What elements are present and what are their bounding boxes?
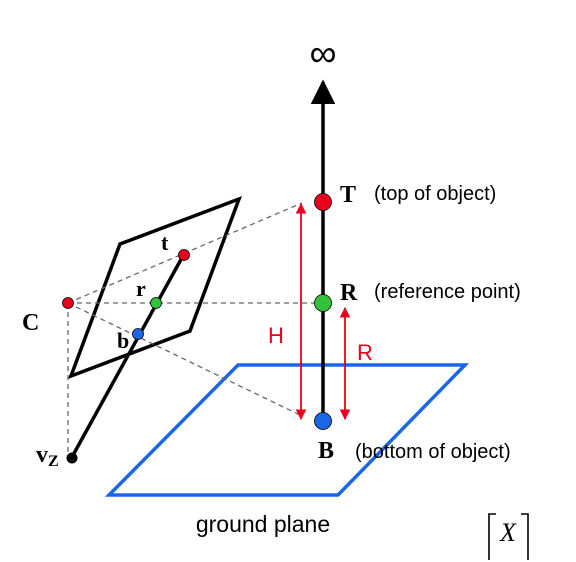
image-line-vz-to-t (70, 253, 186, 458)
label-t: t (161, 230, 169, 255)
label-R-distance: R (357, 340, 373, 365)
ground-plane (104, 363, 470, 497)
point-T (314, 193, 332, 211)
point-C (62, 297, 74, 309)
bracket-right (521, 513, 529, 560)
label-R-desc: (reference point) (374, 281, 521, 303)
ground-plane-label: ground plane (196, 511, 330, 537)
point-r (150, 297, 162, 309)
image-plane (68, 196, 242, 379)
bracket-left (488, 513, 496, 560)
label-vz-main: v (36, 442, 48, 468)
label-b: b (117, 328, 129, 353)
label-vz-sub: Z (48, 453, 59, 470)
label-R: R (340, 280, 358, 306)
label-T: T (340, 182, 356, 208)
point-vz (66, 452, 78, 464)
point-R (314, 294, 332, 312)
point-t (178, 249, 190, 261)
label-r: r (136, 276, 146, 301)
label-H: H (268, 323, 284, 348)
label-C: C (22, 310, 39, 336)
label-B: B (318, 438, 334, 464)
point-B (314, 412, 332, 430)
point-b (132, 328, 144, 340)
ray-c-to-b (67, 302, 303, 417)
label-T-desc: (top of object) (374, 183, 496, 205)
bracket-variable: X (499, 518, 517, 547)
label-vz: vZ (36, 442, 59, 470)
infinity-label: ∞ (309, 33, 336, 75)
label-B-desc: (bottom of object) (355, 441, 511, 463)
